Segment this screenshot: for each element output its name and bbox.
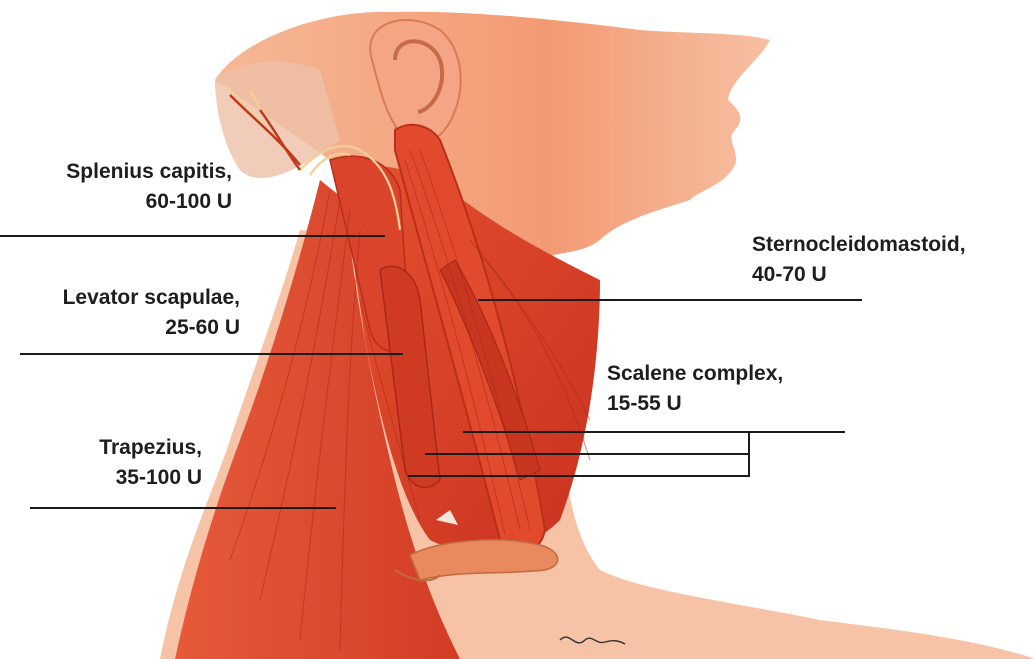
trapezius-name: Trapezius,	[70, 433, 202, 463]
splenius-name: Splenius capitis,	[20, 157, 232, 187]
trapezius-dose: 35-100 U	[70, 463, 202, 493]
scalene-dose: 15-55 U	[607, 389, 783, 419]
levator-name: Levator scapulae,	[18, 283, 240, 313]
splenius-dose: 60-100 U	[20, 187, 232, 217]
label-levator-scapulae: Levator scapulae, 25-60 U	[18, 283, 240, 343]
label-scalene-complex: Scalene complex, 15-55 U	[607, 359, 783, 419]
scm-name: Sternocleidomastoid,	[752, 230, 966, 260]
levator-dose: 25-60 U	[18, 313, 240, 343]
label-sternocleidomastoid: Sternocleidomastoid, 40-70 U	[752, 230, 966, 290]
label-splenius-capitis: Splenius capitis, 60-100 U	[20, 157, 232, 217]
scalene-name: Scalene complex,	[607, 359, 783, 389]
scm-dose: 40-70 U	[752, 260, 966, 290]
label-trapezius: Trapezius, 35-100 U	[70, 433, 202, 493]
